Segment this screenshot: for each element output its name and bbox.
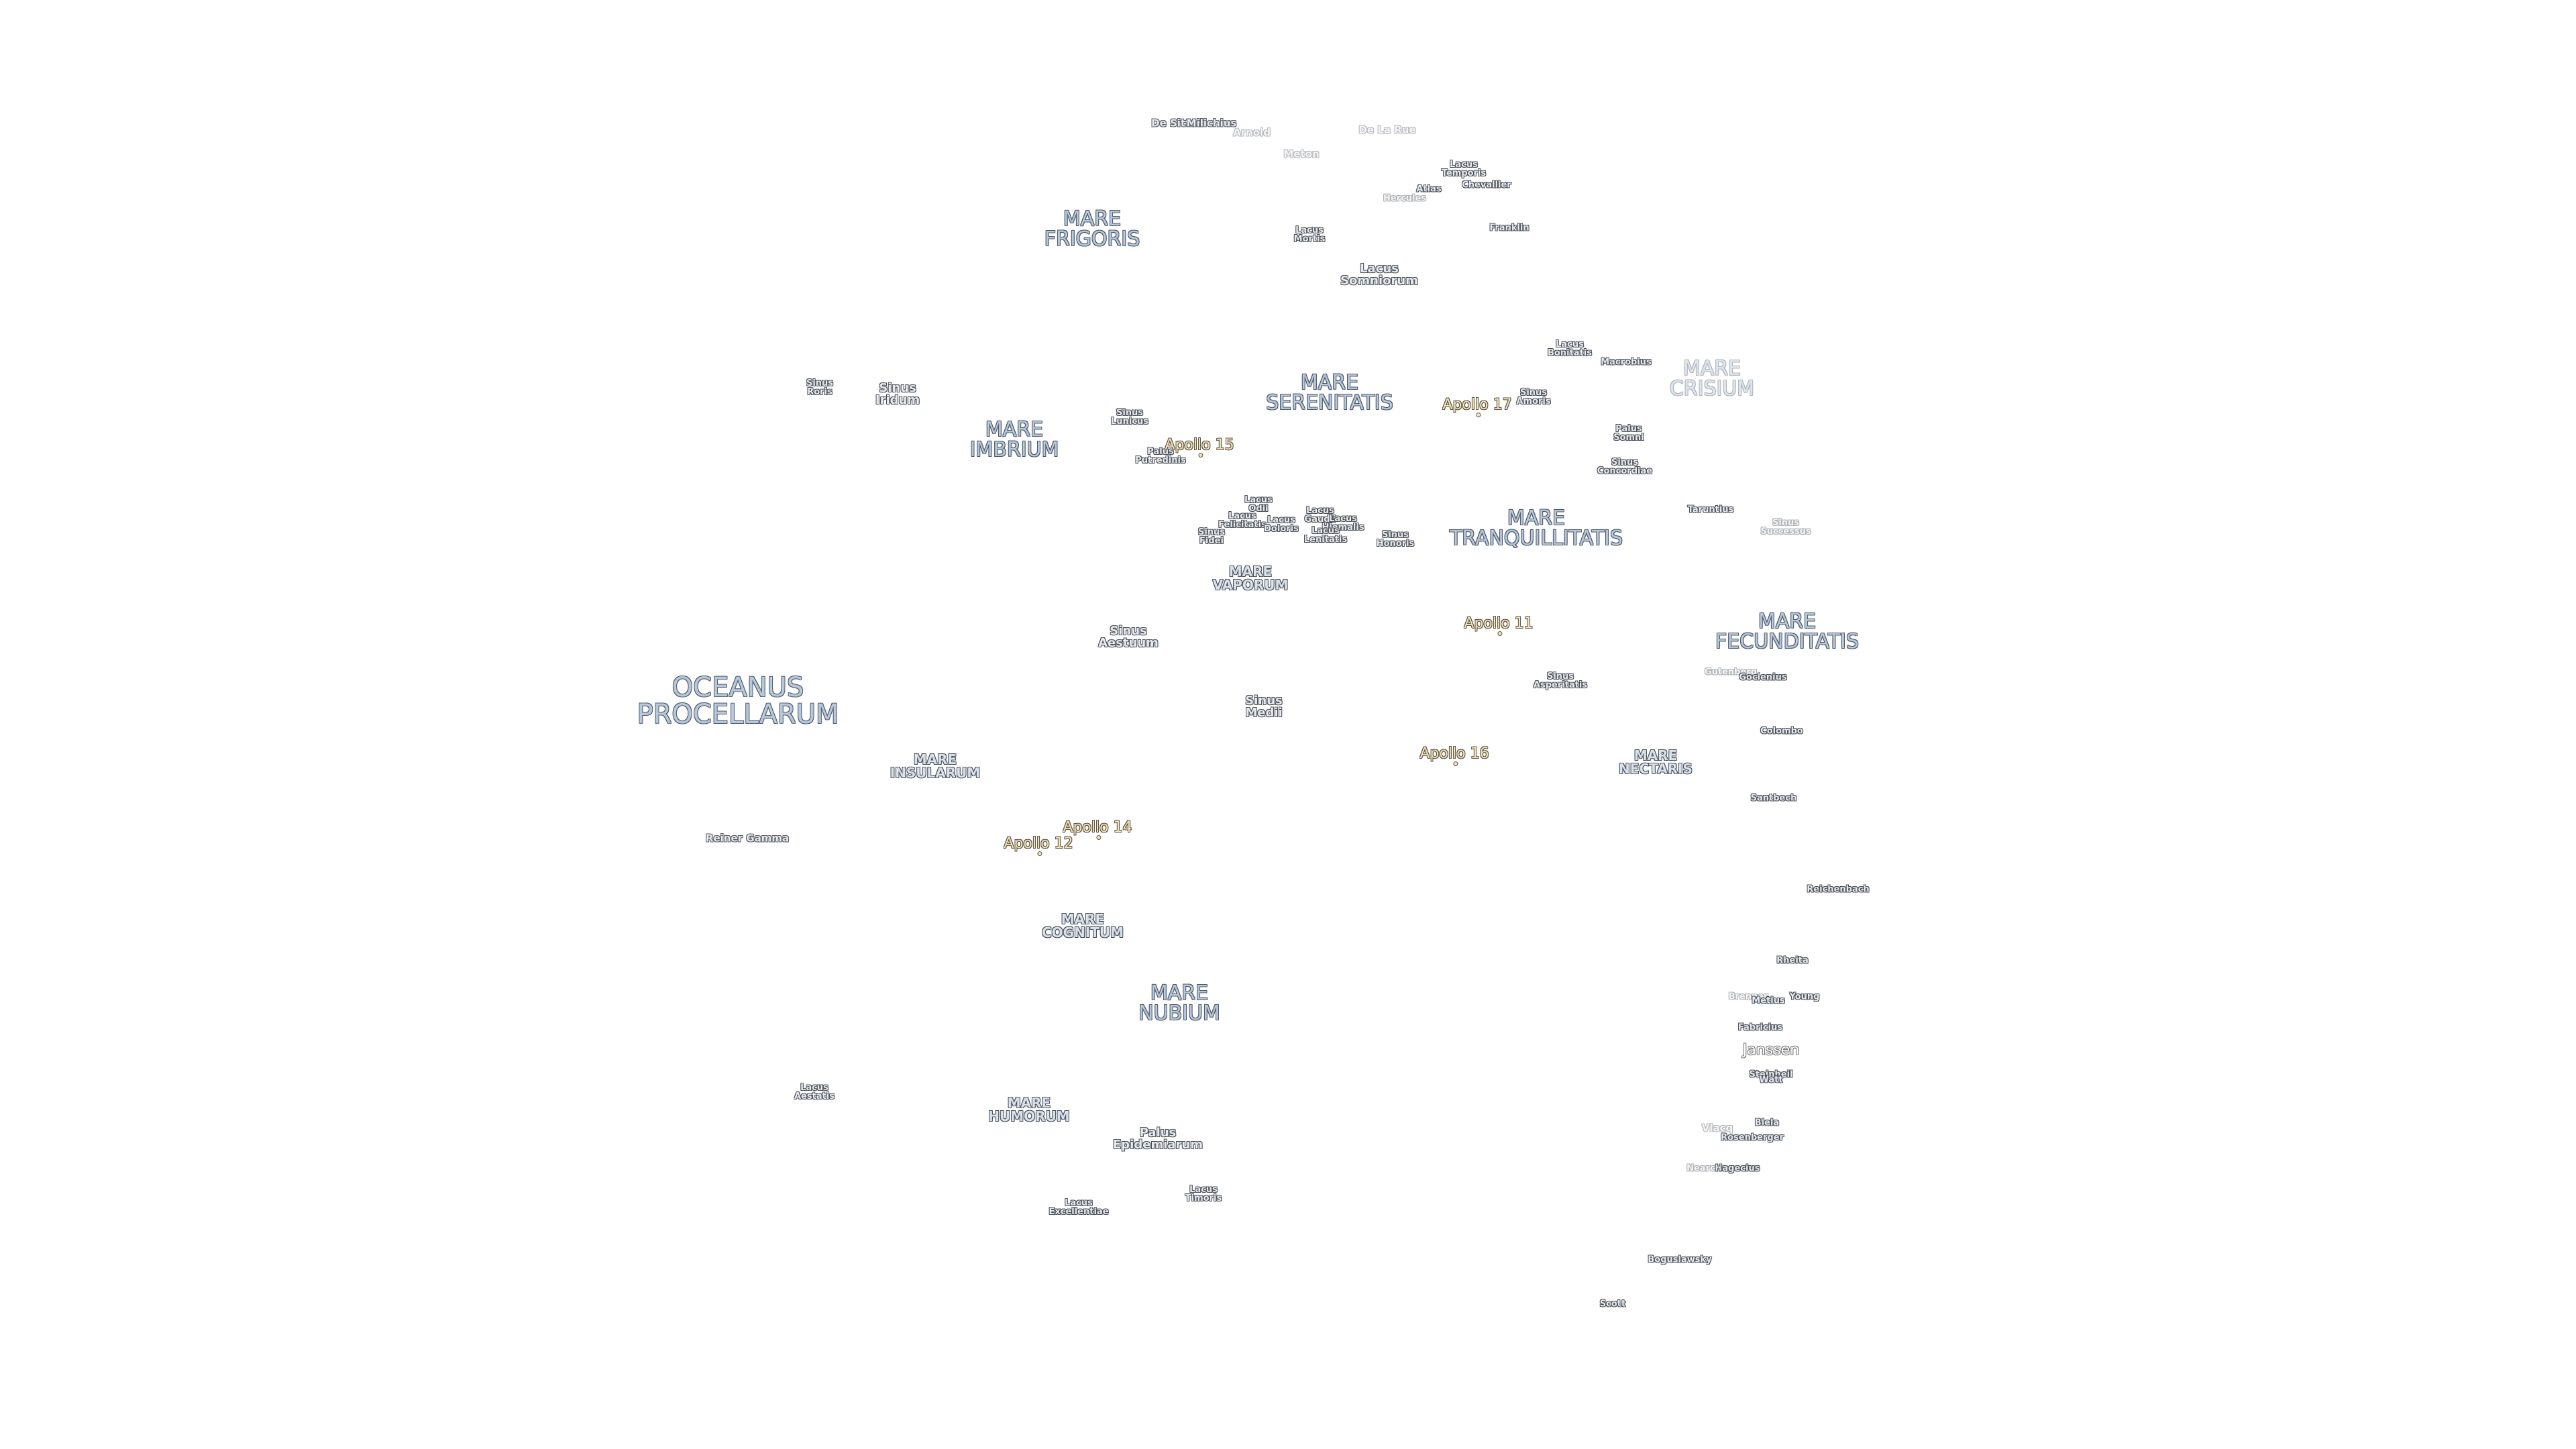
crater-label: Macrobius	[1601, 357, 1652, 368]
feature-label: Lacus Excellentiae	[1049, 1198, 1109, 1217]
feature-label: Lacus Gaudii	[1304, 506, 1336, 525]
apollo-site: Apollo 14	[1063, 819, 1132, 840]
feature-label: Lacus Aestatis	[794, 1083, 835, 1102]
crater-label: Reichenbach	[1807, 884, 1870, 895]
feature-label: Lacus Hiemalis	[1322, 514, 1364, 533]
crater-label: Steinheil	[1749, 1069, 1793, 1080]
crater-label: Franklin	[1489, 223, 1529, 233]
apollo-site: Apollo 16	[1419, 745, 1489, 766]
crater-label: Santbech	[1750, 793, 1797, 804]
crater-label: Biela	[1754, 1118, 1780, 1128]
crater-label: De Sitter	[1151, 117, 1202, 129]
crater-label: Vlacq	[1701, 1122, 1733, 1134]
crater-label: Rosenberger	[1721, 1132, 1784, 1143]
crater-label: Reiner Gamma	[705, 832, 790, 845]
feature-label: Sinus Successus	[1760, 518, 1811, 537]
apollo-site-label: Apollo 11	[1464, 615, 1534, 632]
feature-label: Lacus Odii	[1244, 495, 1273, 514]
landing-site-marker	[1453, 761, 1458, 766]
landing-site-marker	[1096, 835, 1101, 840]
ocean-label: OCEANUS PROCELLARUM	[637, 672, 839, 730]
landing-site-marker	[1497, 631, 1502, 636]
mare-label: MARE FECUNDITATIS	[1715, 610, 1859, 653]
crater-label: Watt	[1759, 1075, 1783, 1085]
crater-label: Milichius	[1186, 117, 1237, 129]
landing-site-marker	[1198, 453, 1203, 458]
feature-label: Lacus Felicitatis	[1218, 511, 1267, 530]
crater-label: Hagecius	[1715, 1163, 1760, 1174]
crater-label: De La Rue	[1358, 123, 1416, 136]
feature-label: Palus Somni	[1613, 424, 1644, 443]
mare-label-small: MARE COGNITUM	[1041, 911, 1124, 941]
apollo-site-label: Apollo 12	[1004, 835, 1073, 852]
feature-label: Sinus Medii	[1245, 694, 1283, 720]
feature-label: Sinus Lunicus	[1111, 408, 1148, 427]
mare-label-small: MARE NECTARIS	[1619, 747, 1693, 777]
feature-label: Palus Putredinis	[1135, 447, 1186, 466]
apollo-site: Apollo 12	[1004, 835, 1073, 856]
crater-label: Nearch	[1686, 1163, 1721, 1174]
feature-label: Lacus Temporis	[1441, 160, 1487, 178]
feature-label: Sinus Honoris	[1376, 530, 1415, 549]
crater-label: Atlas	[1416, 184, 1442, 195]
crater-label: Brenner	[1728, 991, 1768, 1002]
crater-label: Arnold	[1233, 126, 1271, 139]
feature-label: Palus Epidemiarum	[1113, 1126, 1203, 1152]
apollo-site-label: Apollo 14	[1063, 819, 1132, 836]
feature-label: Sinus Asperitatis	[1533, 672, 1588, 690]
feature-label: Sinus Fidei	[1197, 527, 1226, 546]
mare-label: MARE FRIGORIS	[1044, 207, 1140, 251]
mare-label: MARE IMBRIUM	[969, 418, 1059, 462]
feature-label: Sinus Aestuum	[1098, 624, 1159, 650]
feature-label: Lacus Bonitatis	[1548, 339, 1592, 358]
feature-label: Lacus Timoris	[1185, 1185, 1222, 1203]
apollo-site: Apollo 17	[1442, 396, 1512, 417]
mare-label: MARE CRISIUM	[1669, 357, 1755, 400]
feature-label: Sinus Concordiae	[1597, 458, 1653, 476]
apollo-site-label: Apollo 15	[1165, 437, 1234, 453]
mare-label: MARE TRANQUILLITATIS	[1449, 506, 1623, 550]
crater-label: Young	[1789, 991, 1820, 1002]
feature-label: Sinus Roris	[806, 378, 834, 397]
mare-label-small: MARE HUMORUM	[988, 1095, 1070, 1124]
crater-label: Hercules	[1383, 193, 1427, 204]
mare-label-small: MARE VAPORUM	[1212, 564, 1289, 593]
apollo-site-label: Apollo 17	[1442, 396, 1512, 413]
crater-label: Colombo	[1760, 726, 1803, 737]
crater-label: Metius	[1752, 996, 1785, 1006]
feature-label: Lacus Mortis	[1293, 225, 1326, 244]
crater-label: Janssen	[1742, 1042, 1800, 1059]
crater-label: Goclenius	[1739, 672, 1787, 683]
apollo-site: Apollo 15	[1165, 437, 1234, 458]
crater-label: Chevallier	[1462, 180, 1511, 191]
feature-label: Sinus Iridum	[875, 381, 920, 407]
landing-site-marker	[1037, 851, 1042, 856]
apollo-site-label: Apollo 16	[1419, 745, 1489, 762]
crater-label: Taruntius	[1687, 504, 1734, 515]
mare-label-small: MARE INSULARUM	[890, 751, 981, 781]
crater-label: Boguslawsky	[1648, 1254, 1712, 1265]
apollo-site: Apollo 11	[1464, 615, 1534, 636]
crater-label: Fabricius	[1737, 1022, 1783, 1033]
feature-label: Lacus Somniorum	[1340, 262, 1418, 288]
feature-label: Sinus Amoris	[1516, 388, 1551, 407]
crater-label: Scott	[1599, 1299, 1626, 1309]
crater-label: Rheita	[1776, 955, 1809, 966]
feature-label: Lacus Lenitatis	[1303, 526, 1348, 545]
mare-label: MARE SERENITATIS	[1266, 371, 1393, 415]
feature-label: Lacus Doloris	[1264, 515, 1299, 534]
crater-label: Meton	[1283, 148, 1320, 160]
landing-site-marker	[1476, 413, 1481, 417]
crater-label: Gutenberg	[1704, 667, 1758, 678]
mare-label: MARE NUBIUM	[1138, 981, 1220, 1025]
